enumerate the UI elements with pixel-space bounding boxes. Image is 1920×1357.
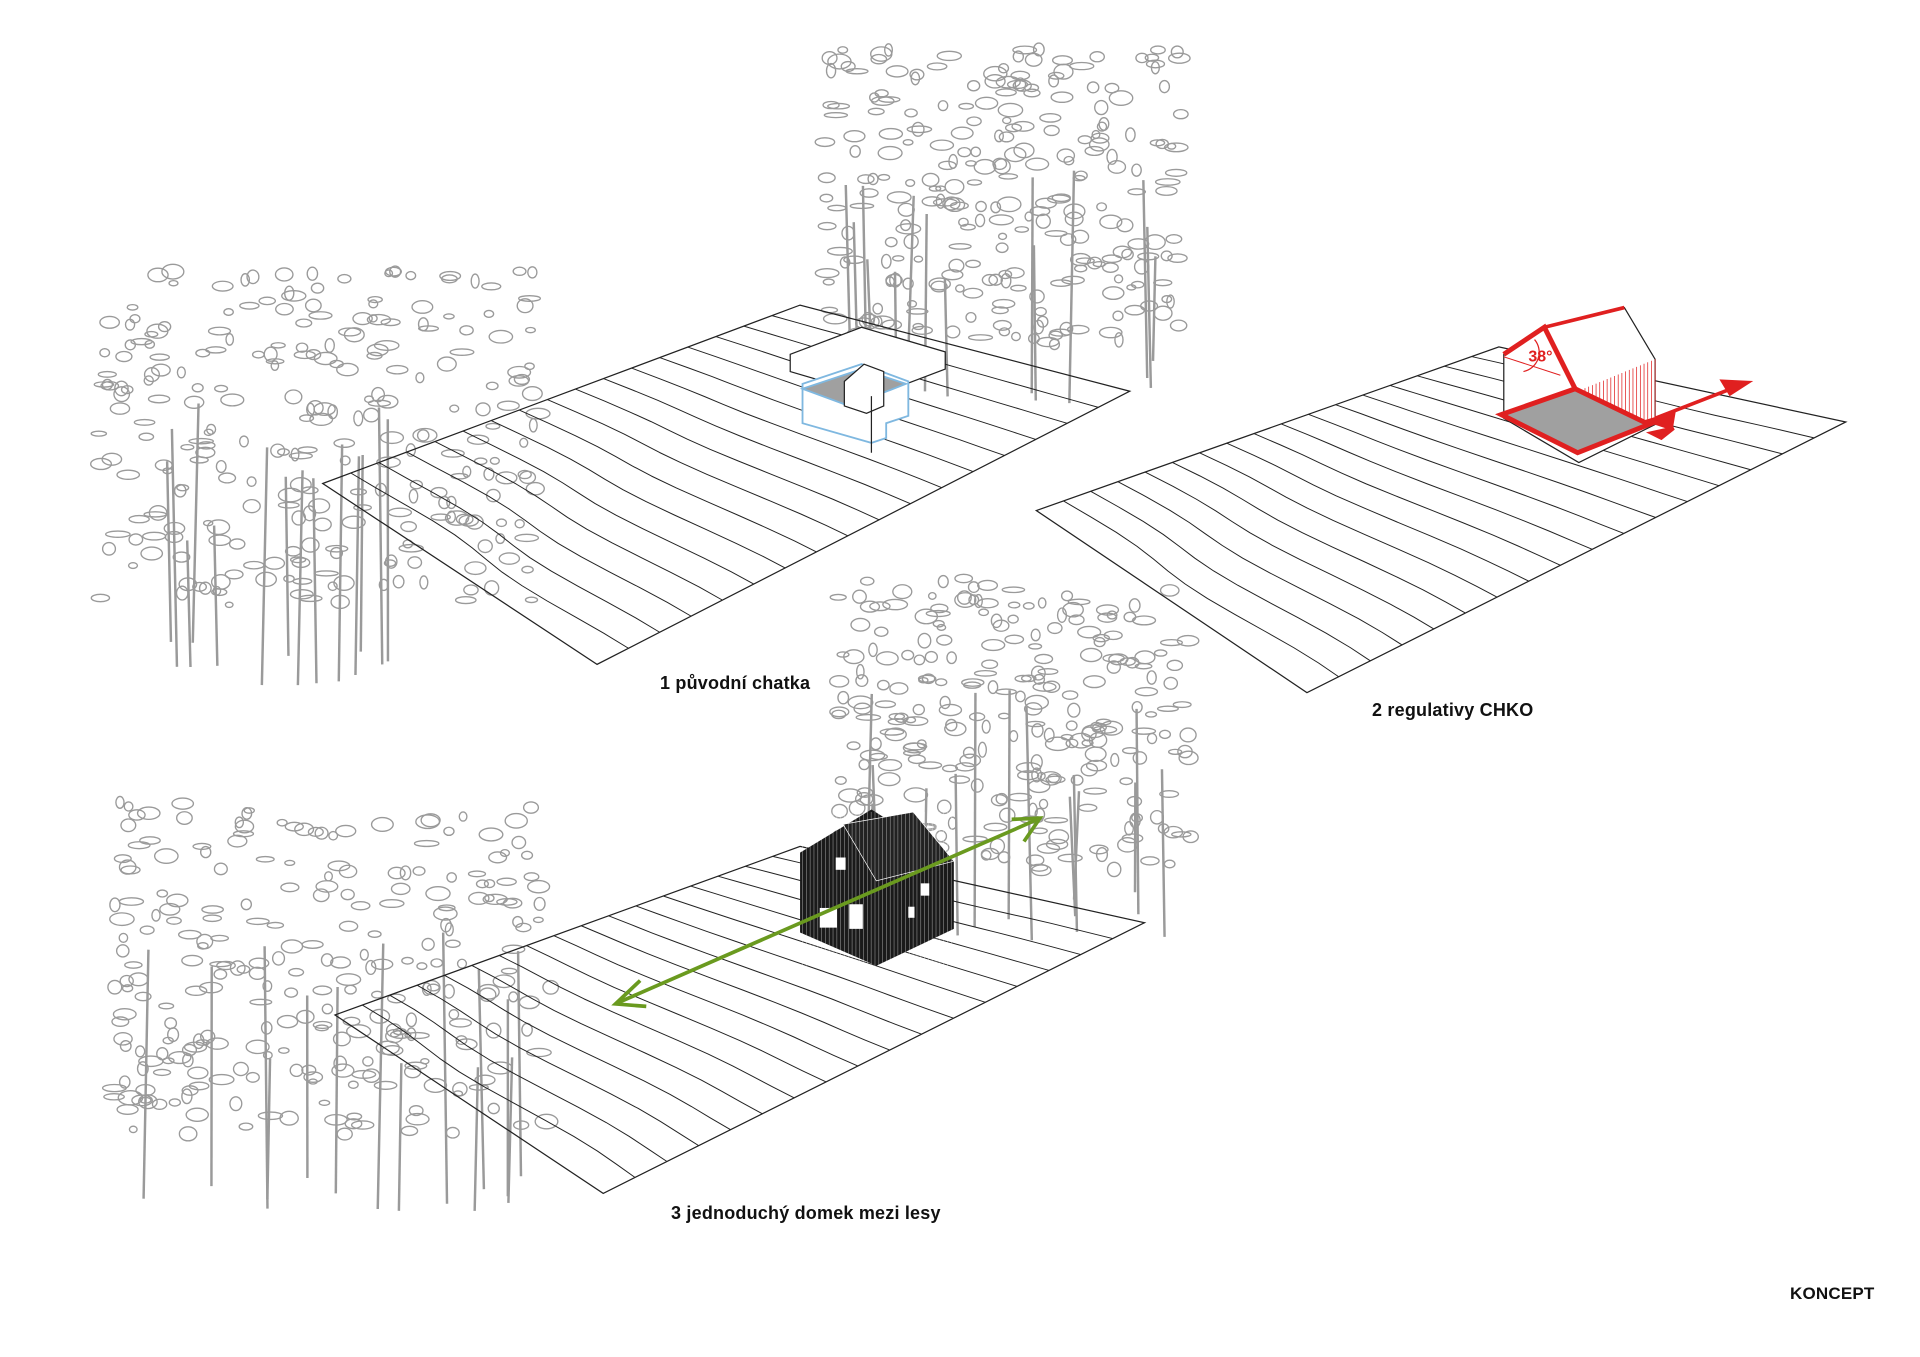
panel-2-label: 2 regulativy CHKO [1372,700,1534,720]
terrain-plane [333,845,1147,1195]
view-axis-arrow [611,816,1044,1009]
tree-groups [90,42,1200,1211]
window [835,857,846,870]
tree-cluster [101,795,560,1211]
new-house [611,809,1044,1009]
terrain-plane [1034,346,1848,694]
original-cabin [789,326,946,453]
panel-1-label: 1 původní chatka [660,673,811,693]
tree-cluster [814,42,1191,405]
regulated-footprint [1495,386,1656,456]
terrain-plane [321,304,1132,666]
window [920,883,930,896]
roof-angle-label: 38° [1528,349,1552,366]
window [908,906,915,918]
regulation-house: 38° [1495,305,1754,464]
diagram-title: KONCEPT [1790,1284,1875,1303]
setback-arrow [1642,379,1754,441]
panel-3-label: 3 jednoduchý domek mezi lesy [671,1203,941,1223]
door [849,904,863,929]
tree-cluster [90,263,551,686]
timber-cladding [802,811,952,966]
